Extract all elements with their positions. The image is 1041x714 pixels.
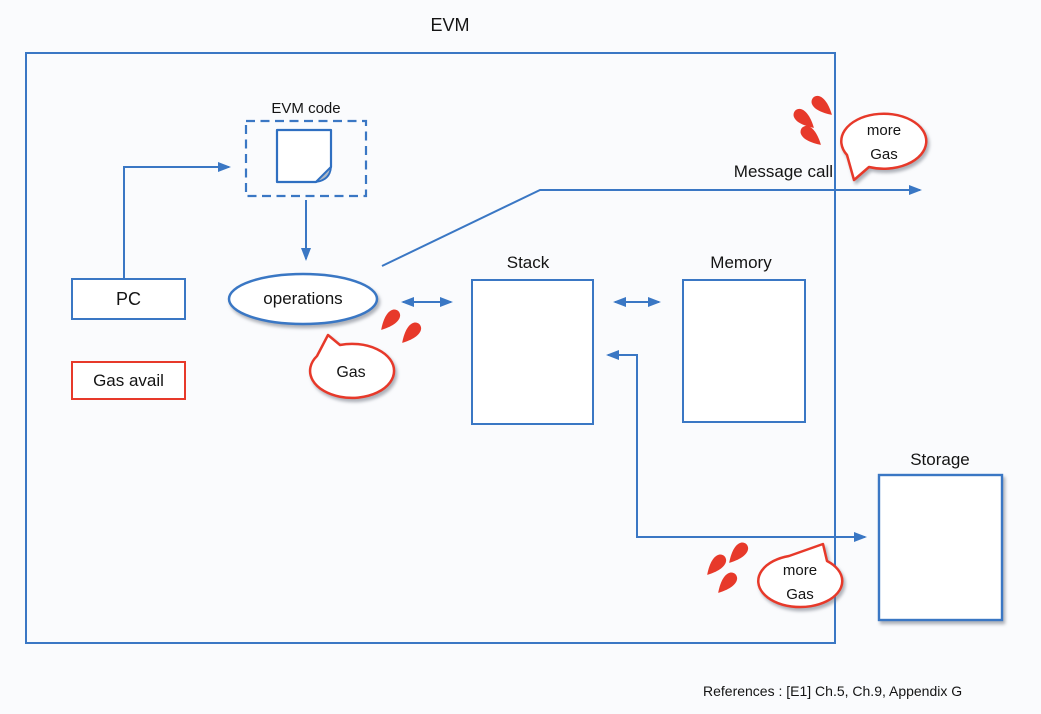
more-gas-top-line1: more xyxy=(866,122,902,139)
drop-icon xyxy=(808,93,837,120)
message-call-arrow xyxy=(381,185,922,267)
stack-box xyxy=(471,279,594,425)
drop-icon xyxy=(713,569,740,598)
drop-icon xyxy=(724,539,751,568)
message-call-label: Message call xyxy=(733,162,833,181)
gas-bubble-drops xyxy=(376,306,424,348)
memory-box xyxy=(682,279,806,423)
drop-icon xyxy=(397,319,424,348)
more-gas-top-line2: Gas xyxy=(870,146,898,163)
references-text: References : [E1] Ch.5, Ch.9, Appendix G xyxy=(703,683,963,699)
more-gas-bottom-line1: more xyxy=(782,562,818,579)
more-gas-bubble-top xyxy=(840,112,928,182)
operations-label: operations xyxy=(263,289,343,309)
gas-avail-label: Gas avail xyxy=(93,370,164,390)
gas-bubble xyxy=(308,333,396,400)
drop-icon xyxy=(376,306,403,335)
more-gas-bottom-line2: Gas xyxy=(786,586,814,603)
drop-icon xyxy=(702,551,729,580)
diagram-title: EVM xyxy=(430,15,470,35)
evm-boundary-box xyxy=(25,52,836,644)
pc-box xyxy=(71,278,186,320)
storage-label: Storage xyxy=(910,450,970,469)
more-gas-bottom-drops xyxy=(702,539,751,598)
more-gas-bubble-bottom xyxy=(757,542,844,609)
stack-storage-arrow xyxy=(606,350,867,542)
evm-code-label: EVM code xyxy=(271,100,341,117)
note-icon xyxy=(275,128,333,184)
stack-label: Stack xyxy=(506,253,550,272)
more-gas-top-drops xyxy=(790,93,837,150)
gas-bubble-text: Gas xyxy=(336,364,366,381)
storage-box xyxy=(877,473,1004,622)
operations-ellipse xyxy=(227,272,379,326)
pc-label: PC xyxy=(115,288,141,309)
evm-code-box xyxy=(244,119,368,198)
pc-to-evmcode-arrow xyxy=(123,162,231,279)
memory-label: Memory xyxy=(710,253,772,272)
gas-avail-box xyxy=(71,361,186,400)
